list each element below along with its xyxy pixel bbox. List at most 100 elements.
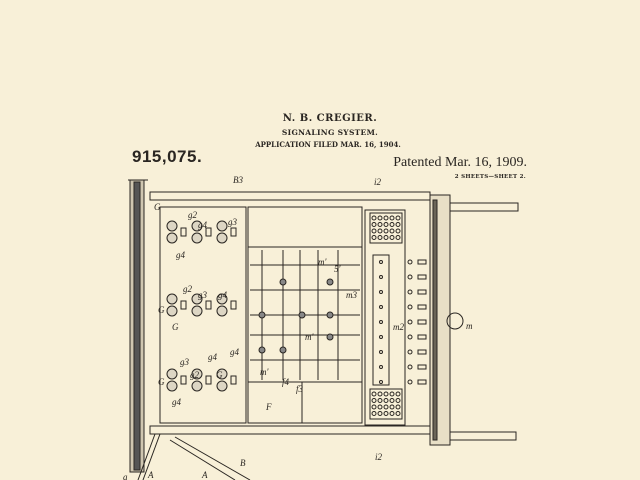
figure-label: G: [158, 305, 165, 315]
figure-label: m': [305, 332, 314, 342]
figure-label: m2: [393, 322, 404, 332]
jack-icon: [371, 222, 377, 227]
jack-icon: [383, 235, 389, 240]
jack-icon: [383, 404, 389, 410]
figure-label: A: [147, 470, 154, 480]
jack-icon: [389, 228, 395, 234]
lamp-icon: [216, 380, 228, 392]
contact-icon: [379, 380, 383, 384]
figure-label: m': [260, 367, 269, 377]
jack-icon: [395, 228, 401, 234]
lamp-socket: [230, 300, 237, 310]
lamp-socket: [180, 300, 187, 310]
figure-label: g3: [228, 217, 238, 227]
jack-icon: [377, 398, 383, 403]
figure-label: g4: [208, 352, 218, 362]
jack-icon: [383, 411, 389, 416]
lamp-icon: [216, 293, 228, 305]
figure-label: i2: [374, 177, 382, 187]
jack-icon: [377, 235, 383, 240]
signal-box-icon: [279, 346, 287, 354]
jack-icon: [395, 235, 401, 240]
figure-label: B3: [233, 175, 243, 185]
figure-label: g4: [176, 250, 186, 260]
jack-icon: [389, 391, 395, 397]
lamp-icon: [216, 368, 228, 380]
figure-label: g3: [198, 290, 208, 300]
right-post: [429, 194, 451, 446]
figure-label: m: [466, 321, 473, 331]
contact-icon: [379, 290, 383, 294]
inventor-name: N. B. CREGIER.: [282, 113, 378, 124]
terminal-icon: [407, 319, 413, 325]
lamp-socket: [205, 300, 212, 310]
jack-icon: [377, 222, 383, 227]
signal-box-icon: [326, 333, 334, 341]
lamp-icon: [166, 380, 178, 392]
contact-icon: [379, 305, 383, 309]
figure-label: f3: [296, 384, 304, 394]
jack-icon: [371, 215, 377, 221]
jack-icon: [389, 215, 395, 221]
lower-frame: [137, 433, 251, 480]
patent-number: 915,075.: [132, 147, 203, 166]
terminal-icon: [407, 289, 413, 295]
terminal-plug: [417, 379, 427, 385]
switch-column: [364, 209, 406, 426]
jack-icon: [377, 228, 383, 234]
patented-date: Patented Mar. 16, 1909.: [393, 155, 527, 170]
terminal-icon: [407, 364, 413, 370]
jack-icon: [389, 235, 395, 240]
jack-icon: [371, 235, 377, 240]
top-rail: [149, 191, 519, 212]
terminal-plug: [417, 334, 427, 340]
street-grid: [250, 250, 360, 380]
lamp-icon: [191, 293, 203, 305]
lamp-socket: [230, 227, 237, 237]
terminal-icon: [407, 304, 413, 310]
signal-box-icon: [326, 278, 334, 286]
jack-icon: [395, 411, 401, 416]
figure-label: G: [154, 202, 161, 212]
lamp-icon: [166, 305, 178, 317]
jack-icon: [383, 228, 389, 234]
lamp-icon: [191, 220, 203, 232]
jack-icon: [395, 391, 401, 397]
lamp-socket: [180, 375, 187, 385]
lamp-groups: [166, 220, 237, 392]
lamp-icon: [166, 220, 178, 232]
figure-label: f4: [282, 377, 290, 387]
patent-title: SIGNALING SYSTEM.: [281, 128, 379, 137]
figure-label: B: [240, 458, 246, 468]
figure-label: i2: [375, 452, 383, 462]
contact-icon: [379, 320, 383, 324]
meter-icon: [446, 312, 464, 330]
lamp-icon: [191, 305, 203, 317]
terminal-plug: [417, 349, 427, 355]
contact-strip: [372, 254, 390, 386]
jack-icon: [377, 215, 383, 221]
lamp-socket: [205, 375, 212, 385]
signal-box-icon: [298, 311, 306, 319]
terminal-plug: [417, 259, 427, 265]
figure-label: A: [201, 470, 208, 480]
contact-icon: [379, 365, 383, 369]
lamp-icon: [191, 368, 203, 380]
lamp-icon: [191, 232, 203, 244]
figure-label: g4: [218, 290, 228, 300]
jack-block: [369, 212, 403, 244]
contacts: [379, 259, 427, 385]
lamp-icon: [166, 232, 178, 244]
figure-label: g3: [180, 357, 190, 367]
terminal-plug: [417, 274, 427, 280]
jack-icon: [395, 215, 401, 221]
bottom-rail: [149, 425, 517, 441]
lamp-socket: [230, 375, 237, 385]
jack-icon: [371, 411, 377, 416]
jack-icon: [371, 391, 377, 397]
application-filed: APPLICATION FILED MAR. 16, 1904.: [255, 140, 401, 149]
terminal-plug: [417, 289, 427, 295]
signal-box-icon: [279, 278, 287, 286]
